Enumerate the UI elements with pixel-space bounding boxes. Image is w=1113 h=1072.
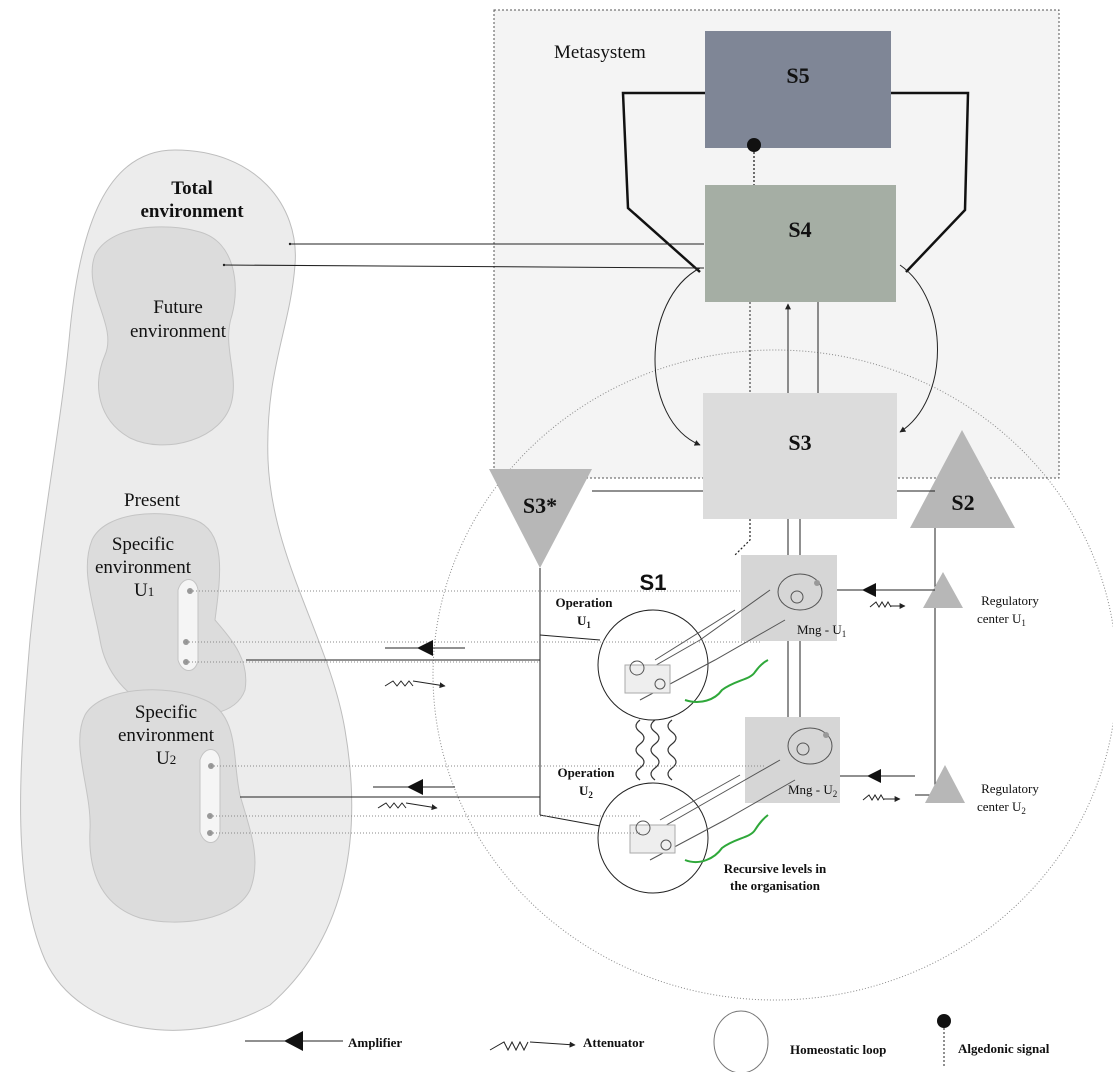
legend-attenuator-icon xyxy=(489,1040,529,1052)
regulatory-center-u2-triangle xyxy=(925,765,965,803)
management-u1-label: Mng - U1 xyxy=(797,622,846,639)
operation-u2-label-line2: U2 xyxy=(579,783,593,800)
management-u2-node xyxy=(796,742,810,756)
s5-label: S5 xyxy=(786,63,809,88)
recursion-note-line1: Recursive levels in xyxy=(724,861,827,876)
management-u1-loop xyxy=(777,573,823,611)
s2-label: S2 xyxy=(951,490,974,515)
future-environment-label-line1: Future xyxy=(153,297,203,318)
operation-link-wave-1 xyxy=(635,719,645,781)
s3-s4-homeostatic-left xyxy=(654,267,701,446)
regulatory-u2-line2: center U2 xyxy=(977,799,1026,816)
env-s4-line-bottom xyxy=(222,263,705,269)
s3-s4-homeostatic-right xyxy=(899,264,938,433)
s5-box xyxy=(705,31,891,148)
specific-u1-label-line2: environment xyxy=(95,557,192,578)
legend-homeostatic-loop-icon xyxy=(713,1010,769,1072)
algedonic-signal-dot xyxy=(747,138,761,152)
present-label: Present xyxy=(124,490,181,511)
regulatory-u1-line1: Regulatory xyxy=(981,593,1039,608)
u2-pocket xyxy=(199,749,221,843)
u1-pocket xyxy=(177,579,199,671)
s3-mng-dotted xyxy=(734,519,751,556)
regulatory-u1-line2: center U1 xyxy=(977,611,1026,628)
management-u2-label: Mng - U2 xyxy=(788,782,837,799)
specific-u2-label-line1: Specific xyxy=(135,702,197,723)
s4-label: S4 xyxy=(788,217,811,242)
organisation-boundary-circle xyxy=(432,349,1113,1001)
future-environment-region xyxy=(91,226,236,446)
legend-attenuator-label: Attenuator xyxy=(583,1035,645,1050)
management-u2-loop xyxy=(787,727,833,765)
operation-u1-label-line2: U1 xyxy=(577,613,591,630)
s5-s4-link-right xyxy=(891,91,970,273)
legend-algedonic-label: Algedonic signal xyxy=(958,1041,1050,1056)
operation-u1-label-line1: Operation xyxy=(555,595,613,610)
recursion-note-line2: the organisation xyxy=(730,878,821,893)
metasystem-label: Metasystem xyxy=(554,42,646,63)
attenuator-u2-arrow xyxy=(405,802,438,811)
total-environment-label-line2: environment xyxy=(140,201,244,222)
attenuator-reg2 xyxy=(862,794,885,801)
specific-environment-u2-region xyxy=(79,689,256,923)
s3-star-to-op1 xyxy=(539,634,601,641)
attenuator-u2 xyxy=(377,802,407,809)
s4-box xyxy=(705,185,896,302)
s3-box xyxy=(703,393,897,519)
management-u1-node xyxy=(790,590,804,604)
s3-star-to-op2 xyxy=(539,814,601,827)
legend-amplifier-icon xyxy=(284,1031,303,1051)
regulatory-center-u1-triangle xyxy=(923,572,963,608)
future-environment-label-line2: environment xyxy=(130,321,227,342)
recursion-brace-u2 xyxy=(684,814,769,864)
specific-u1-label-line3: U1 xyxy=(134,580,154,601)
operation-u2-label-line1: Operation xyxy=(557,765,615,780)
attenuator-u1-arrow xyxy=(412,680,446,689)
amplifier-u1 xyxy=(417,640,433,656)
s3-label: S3 xyxy=(788,430,811,455)
specific-u2-label-line3: U2 xyxy=(156,748,176,769)
legend-algedonic-dot xyxy=(937,1014,951,1028)
attenuator-reg1 xyxy=(869,601,892,608)
legend-attenuator-arrow xyxy=(529,1041,576,1048)
legend-amplifier-label: Amplifier xyxy=(348,1035,402,1050)
specific-u1-label-line1: Specific xyxy=(112,534,174,555)
amplifier-reg1 xyxy=(862,583,876,597)
operation-link-wave-3 xyxy=(667,719,677,781)
specific-environment-u1-region xyxy=(86,513,247,717)
operation-u1-recursion-sketch xyxy=(624,589,786,701)
s5-s4-link-left xyxy=(621,91,705,273)
regulatory-u2-line1: Regulatory xyxy=(981,781,1039,796)
recursion-brace-u1 xyxy=(684,659,769,703)
s3-star-triangle xyxy=(489,469,592,568)
s2-triangle xyxy=(910,430,1015,528)
legend-homeostatic-loop-label: Homeostatic loop xyxy=(790,1042,886,1057)
specific-u2-label-line2: environment xyxy=(118,725,215,746)
attenuator-u1 xyxy=(384,680,414,687)
amplifier-u2 xyxy=(407,779,423,795)
operation-u2-recursion-sketch xyxy=(629,759,796,861)
management-u1-node xyxy=(814,580,820,586)
management-u2-node xyxy=(823,732,829,738)
total-environment-label-line1: Total xyxy=(171,178,213,199)
operation-link-wave-2 xyxy=(650,719,660,781)
legend: Amplifier Attenuator Homeostatic loop Al… xyxy=(245,1010,1050,1072)
s3-star-label: S3* xyxy=(523,493,557,518)
amplifier-reg2 xyxy=(867,769,881,783)
